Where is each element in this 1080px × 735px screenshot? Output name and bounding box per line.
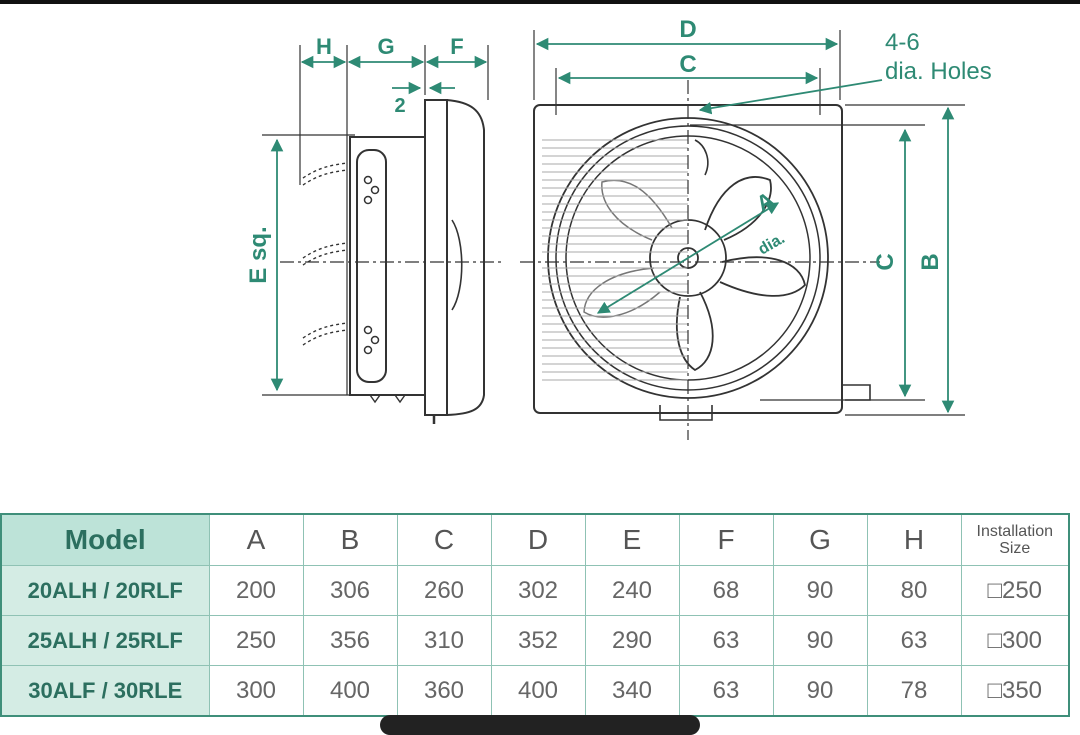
cell-h: 78 xyxy=(866,665,962,717)
cell-c: 260 xyxy=(396,565,492,616)
cell-a: 250 xyxy=(208,615,304,666)
cell-b: 306 xyxy=(302,565,398,616)
header-installation-line1: Installation xyxy=(976,523,1054,540)
bottom-overlay-bar xyxy=(380,715,700,735)
header-installation-size: Installation Size xyxy=(960,513,1070,566)
cell-g: 90 xyxy=(772,565,868,616)
cell-installation-size: □350 xyxy=(960,665,1070,717)
cell-b: 400 xyxy=(302,665,398,717)
cell-installation-size: □300 xyxy=(960,615,1070,666)
side-dimension-arrows xyxy=(270,55,488,392)
header-a: A xyxy=(208,513,304,566)
label-e-sq: E sq. xyxy=(245,226,272,283)
cell-c: 360 xyxy=(396,665,492,717)
label-gap-2: 2 xyxy=(394,95,405,117)
label-a: A xyxy=(752,187,778,217)
cell-installation-size: □250 xyxy=(960,565,1070,616)
label-c-top: C xyxy=(679,51,696,78)
cell-c: 310 xyxy=(396,615,492,666)
label-b: B xyxy=(917,253,944,270)
cell-f: 68 xyxy=(678,565,774,616)
front-dimension-arrows xyxy=(535,37,955,414)
header-e: E xyxy=(584,513,680,566)
cell-g: 90 xyxy=(772,615,868,666)
top-bar xyxy=(0,0,1080,4)
header-installation-line2: Size xyxy=(999,540,1031,557)
header-model: Model xyxy=(0,513,210,566)
header-h: H xyxy=(866,513,962,566)
spec-table: Model A B C D E F G H Installation Size … xyxy=(0,513,1070,717)
header-f: F xyxy=(678,513,774,566)
table-row: 30ALF / 30RLE 300 400 360 400 340 63 90 … xyxy=(0,665,1070,717)
cell-e: 340 xyxy=(584,665,680,717)
cell-a: 200 xyxy=(208,565,304,616)
header-b: B xyxy=(302,513,398,566)
cell-e: 240 xyxy=(584,565,680,616)
label-f: F xyxy=(450,34,463,59)
cell-b: 356 xyxy=(302,615,398,666)
table-row: 20ALH / 20RLF 200 306 260 302 240 68 90 … xyxy=(0,565,1070,616)
label-a-dia: dia. xyxy=(756,230,788,259)
header-d: D xyxy=(490,513,586,566)
label-c-side: C xyxy=(872,253,899,270)
cell-a: 300 xyxy=(208,665,304,717)
row-model: 25ALH / 25RLF xyxy=(0,615,210,666)
table-row: 25ALH / 25RLF 250 356 310 352 290 63 90 … xyxy=(0,615,1070,666)
header-g: G xyxy=(772,513,868,566)
label-h: H xyxy=(316,34,332,59)
row-model: 20ALH / 20RLF xyxy=(0,565,210,616)
front-grille xyxy=(542,139,688,381)
cell-d: 400 xyxy=(490,665,586,717)
cell-h: 80 xyxy=(866,565,962,616)
label-g: G xyxy=(377,34,394,59)
row-model: 30ALF / 30RLE xyxy=(0,665,210,717)
holes-note-line1: 4-6 xyxy=(885,29,920,56)
cell-e: 290 xyxy=(584,615,680,666)
cell-d: 352 xyxy=(490,615,586,666)
table-header-row: Model A B C D E F G H Installation Size xyxy=(0,513,1070,566)
label-d: D xyxy=(679,16,696,43)
cell-d: 302 xyxy=(490,565,586,616)
cell-f: 63 xyxy=(678,665,774,717)
header-c: C xyxy=(396,513,492,566)
fan-dimension-diagram: H G F 2 E sq. xyxy=(245,16,992,440)
cell-h: 63 xyxy=(866,615,962,666)
front-centerlines xyxy=(520,80,880,440)
cell-g: 90 xyxy=(772,665,868,717)
front-view xyxy=(533,30,965,421)
side-view xyxy=(262,45,505,424)
holes-note-line2: dia. Holes xyxy=(885,58,992,85)
cell-f: 63 xyxy=(678,615,774,666)
